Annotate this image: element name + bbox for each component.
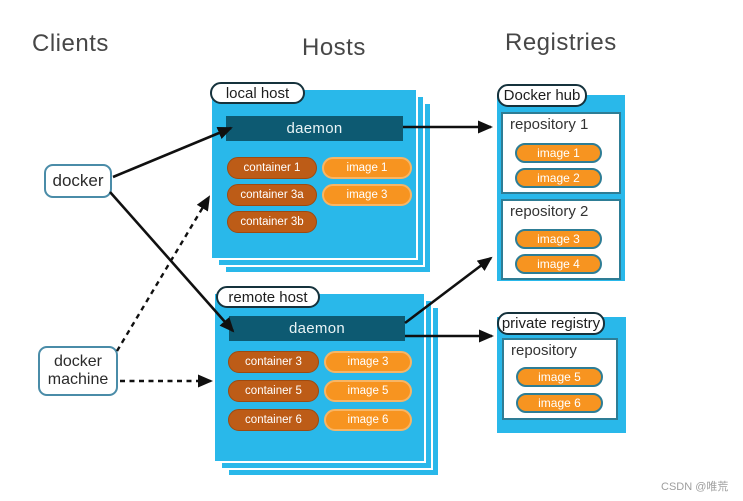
repo-image-pill: image 6 — [516, 393, 603, 413]
docker-hub-label: Docker hub — [497, 84, 587, 107]
watermark: CSDN @唯荒 — [661, 481, 729, 493]
container-pill: container 5 — [228, 380, 319, 402]
arrow-docker-machine-to-local-host — [115, 195, 211, 352]
container-pill: container 3a — [227, 184, 317, 206]
registries-column-header: Registries — [505, 29, 617, 56]
image-pill: image 5 — [324, 380, 412, 402]
repo-image-pill: image 2 — [515, 168, 602, 188]
image-pill: image 3 — [324, 351, 412, 373]
remote-host-daemon-bar: daemon — [229, 316, 405, 341]
repo-image-pill: image 5 — [516, 367, 603, 387]
clients-column-header: Clients — [32, 30, 109, 57]
hosts-column-header: Hosts — [302, 34, 366, 61]
repository-box: repository 2 image 3 image 4 — [501, 199, 621, 280]
image-pill: image 1 — [322, 157, 412, 179]
image-pill: image 6 — [324, 409, 412, 431]
container-pill: container 3 — [228, 351, 319, 373]
image-pill: image 3 — [322, 184, 412, 206]
repo-image-pill: image 4 — [515, 254, 602, 274]
local-host-daemon-bar: daemon — [226, 116, 403, 141]
docker-client-box: docker — [44, 164, 112, 198]
repo-image-pill: image 1 — [515, 143, 602, 163]
private-registry-label: private registry — [497, 312, 605, 335]
repository-name: repository 2 — [510, 203, 589, 220]
repository-box: repository 1 image 1 image 2 — [501, 112, 621, 194]
local-host-label: local host — [210, 82, 305, 104]
remote-host-label: remote host — [216, 286, 320, 308]
repository-name: repository — [511, 342, 577, 359]
repo-image-pill: image 3 — [515, 229, 602, 249]
container-pill: container 6 — [228, 409, 319, 431]
repository-box: repository image 5 image 6 — [502, 338, 618, 420]
repository-name: repository 1 — [510, 116, 589, 133]
container-pill: container 3b — [227, 211, 317, 233]
docker-machine-client-box: docker machine — [38, 346, 118, 396]
container-pill: container 1 — [227, 157, 317, 179]
